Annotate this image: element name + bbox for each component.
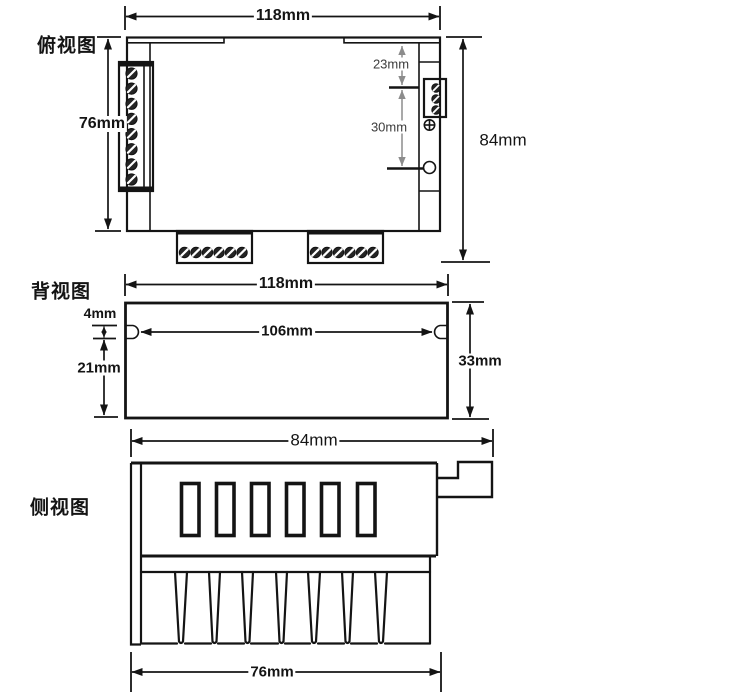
screw-terminal-icon bbox=[124, 142, 139, 156]
screw-terminal-icon bbox=[430, 93, 442, 105]
dim-label-connector-offset: 23mm bbox=[370, 56, 412, 72]
screw-terminal-icon bbox=[343, 246, 357, 259]
top-view bbox=[95, 6, 490, 265]
screw-terminal-icon bbox=[124, 81, 139, 96]
phillips-screw-icon bbox=[423, 119, 436, 132]
bottom-terminal-block-left bbox=[175, 229, 254, 265]
dim-label-slot-height: 4mm bbox=[81, 305, 119, 321]
screw-terminal-icon bbox=[320, 246, 334, 259]
side-view-dimensions bbox=[130, 429, 494, 692]
screw-terminal-icon bbox=[189, 246, 203, 259]
dim-label-top-width: 118mm bbox=[253, 7, 313, 24]
top-view-dimensions bbox=[95, 6, 490, 263]
back-view-title: 背视图 bbox=[30, 281, 92, 303]
screw-terminal-icon bbox=[430, 104, 442, 116]
screw-terminal-icon bbox=[430, 82, 442, 94]
screw-terminal-icon bbox=[224, 246, 237, 259]
dim-label-slot-span: 106mm bbox=[259, 322, 315, 340]
screw-terminal-icon bbox=[124, 157, 139, 172]
dim-label-base-width: 76mm bbox=[248, 663, 296, 681]
dim-label-back-height: 33mm bbox=[456, 352, 504, 370]
screw-terminal-icon bbox=[212, 246, 226, 259]
right-connector-block bbox=[422, 77, 448, 119]
screw-terminal-icon bbox=[124, 97, 139, 111]
top-view-title: 俯视图 bbox=[36, 35, 98, 57]
screw-terminal-icon bbox=[235, 246, 249, 259]
screw-terminal-icon bbox=[124, 172, 139, 187]
dim-label-side-width: 84mm bbox=[288, 430, 340, 450]
back-view-body-outline bbox=[124, 301, 449, 420]
back-view bbox=[92, 274, 489, 420]
screw-terminal-icon bbox=[124, 66, 139, 81]
dim-label-lower-height: 21mm bbox=[75, 359, 123, 377]
side-connector-tab bbox=[437, 460, 494, 499]
side-view-body bbox=[129, 460, 494, 646]
screw-terminal-icon bbox=[332, 246, 345, 259]
screw-terminal-icon bbox=[309, 246, 322, 259]
screw-terminal-icon bbox=[124, 127, 139, 141]
dim-label-connector-span: 30mm bbox=[368, 119, 410, 135]
bottom-terminal-block-right bbox=[306, 229, 385, 265]
left-mount-plate bbox=[129, 463, 141, 646]
side-view-title: 侧视图 bbox=[29, 497, 91, 519]
heatsink-fins bbox=[139, 554, 432, 645]
vent-slots bbox=[179, 481, 377, 538]
back-view-dimensions bbox=[92, 274, 489, 420]
top-mounting-flange bbox=[128, 38, 439, 44]
side-view bbox=[129, 429, 494, 692]
dim-label-top-height: 76mm bbox=[76, 115, 128, 132]
screw-terminal-icon bbox=[178, 246, 191, 259]
right-mount-slot bbox=[433, 324, 448, 340]
screw-terminal-icon bbox=[366, 246, 380, 259]
dim-label-top-overall-height: 84mm bbox=[477, 130, 529, 150]
mounting-hole-icon bbox=[422, 160, 437, 175]
screw-terminal-icon bbox=[355, 246, 368, 259]
left-mount-slot bbox=[125, 324, 140, 340]
screw-terminal-icon bbox=[201, 246, 214, 259]
dim-label-back-width: 118mm bbox=[256, 275, 316, 292]
screw-terminal-icon bbox=[124, 112, 139, 126]
